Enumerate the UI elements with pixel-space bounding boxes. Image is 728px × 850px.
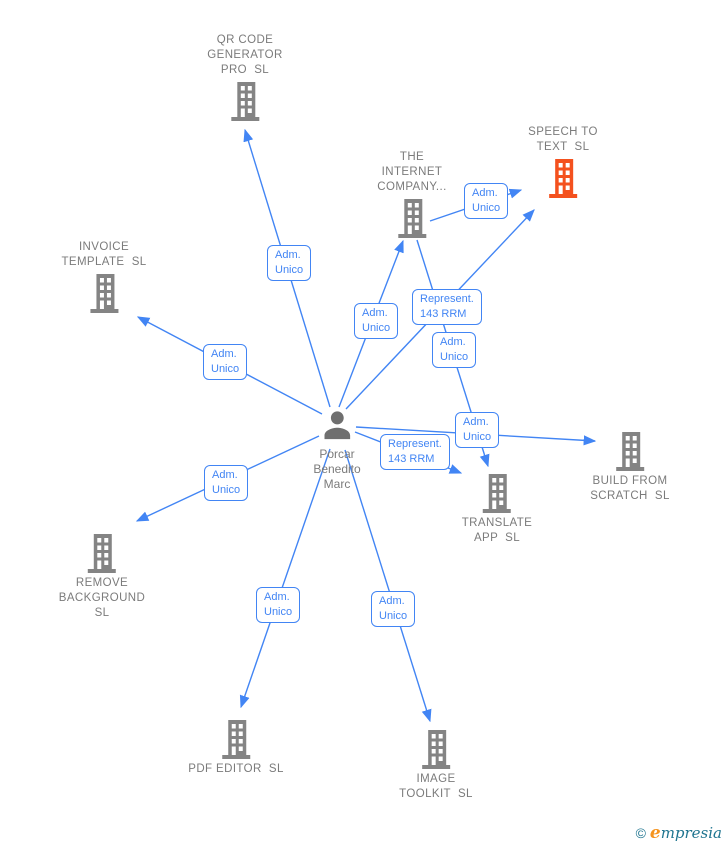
person-node-porcar-benedito-marc[interactable]: Porcar Benedito Marc [313,406,361,492]
edge-label-adm-unico: Adm. Unico [203,344,248,380]
building-icon [422,730,450,769]
edge-label-adm-unico: Adm. Unico [432,332,477,368]
building-icon [616,432,644,471]
building-icon [88,534,116,573]
company-node-invoice-template-sl[interactable]: INVOICE TEMPLATE SL [61,240,146,313]
edge-label-adm-unico: Adm. Unico [371,591,416,627]
building-icon [230,82,259,121]
building-icon-highlighted [549,159,577,198]
building-icon [222,720,250,759]
company-name: IMAGE TOOLKIT SL [399,773,473,800]
edge-label-adm-unico: Adm. Unico [464,183,509,219]
edge-label-adm-unico: Adm. Unico [455,412,500,448]
edge-label-adm-unico: Adm. Unico [354,303,399,339]
edge-label-adm-unico: Adm. Unico [204,465,249,501]
company-node-remove-background-sl[interactable]: REMOVE BACKGROUND SL [59,533,145,621]
building-icon [89,274,118,313]
company-name: THE INTERNET COMPANY... [377,151,447,193]
company-node-qr-code-generator-pro-sl[interactable]: QR CODE GENERATOR PRO SL [207,33,282,121]
copyright-icon: © [635,825,646,841]
company-name: TRANSLATE APP SL [461,517,533,544]
brand-text: mpresia [660,824,722,842]
company-node-translate-app-sl[interactable]: TRANSLATE APP SL [462,473,532,546]
building-icon [398,199,426,238]
edge-label-represent-143-rrm: Represent. 143 RRM [412,289,482,325]
company-name: INVOICE TEMPLATE SL [61,241,147,268]
person-icon [324,411,350,440]
company-name: BUILD FROM SCRATCH SL [590,475,670,502]
company-node-pdf-editor-sl[interactable]: PDF EDITOR SL [188,719,284,777]
company-name: SPEECH TO TEXT SL [528,126,598,153]
person-name: Porcar Benedito Marc [313,447,361,491]
building-icon [482,474,511,513]
company-node-build-from-scratch-sl[interactable]: BUILD FROM SCRATCH SL [590,431,670,504]
edge-line-to-image-toolkit [344,449,432,723]
company-name: PDF EDITOR SL [188,763,284,775]
empresia-logo[interactable]: © empresia [636,823,722,843]
edge-label-represent-143-rrm: Represent. 143 RRM [380,434,450,470]
company-node-the-internet-company[interactable]: THE INTERNET COMPANY... [377,150,446,238]
company-node-image-toolkit-sl[interactable]: IMAGE TOOLKIT SL [399,729,473,802]
brand-initial: e [649,823,661,843]
edge-label-adm-unico: Adm. Unico [256,587,301,623]
edge-line-to-pdf-editor [239,448,331,709]
company-name: REMOVE BACKGROUND SL [58,577,146,619]
edge-label-adm-unico: Adm. Unico [267,245,312,281]
company-name: QR CODE GENERATOR PRO SL [207,34,283,76]
company-node-speech-to-text-sl[interactable]: SPEECH TO TEXT SL [528,125,598,198]
